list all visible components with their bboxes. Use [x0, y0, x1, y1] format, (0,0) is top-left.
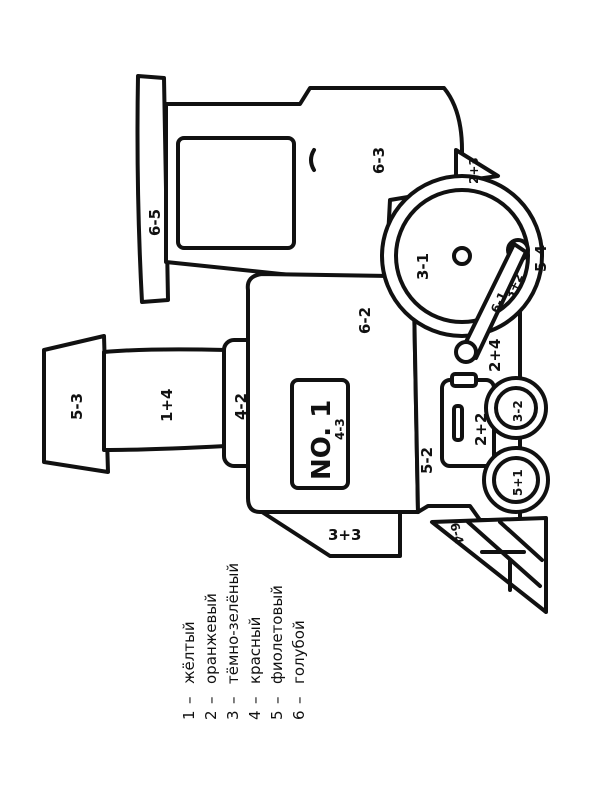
lamp-slot	[452, 404, 464, 442]
front-cone	[260, 510, 402, 558]
legend-num-4: 4	[246, 710, 264, 720]
legend-name-1: жёлтый	[180, 621, 198, 684]
label-chassis-front: 5-2	[418, 447, 436, 474]
legend-name-6: голубой	[290, 620, 308, 684]
label-cab-body: 6-3	[370, 147, 388, 174]
label-cab-roof: 6-5	[146, 209, 164, 236]
number-plate-frame	[290, 378, 350, 490]
cab-handle	[309, 148, 316, 172]
big-wheel-axle	[452, 246, 472, 266]
lamp-neck	[450, 372, 478, 388]
number-plate-text: NO. 1	[307, 400, 337, 480]
legend-num-1: 1	[180, 710, 198, 720]
legend-num-3: 3	[224, 710, 242, 720]
label-cowcatcher-bar: 6-4	[447, 521, 466, 546]
label-dome: 4-2	[232, 393, 250, 420]
cab-window	[176, 136, 296, 250]
svg-text:–: –	[202, 697, 220, 705]
legend-name-2: оранжевый	[202, 593, 220, 684]
cowcatcher	[430, 516, 548, 614]
label-hub: 5-4	[532, 245, 550, 272]
label-funnel-top: 5-3	[68, 393, 86, 420]
label-frame-mid: 2+4	[486, 339, 504, 372]
legend-num-6: 6	[290, 710, 308, 720]
label-big-wheel: 3-1	[414, 253, 432, 280]
legend-num-2: 2	[202, 710, 220, 720]
label-lamp: 2+2	[472, 413, 490, 446]
svg-text:–: –	[224, 697, 242, 705]
label-boiler: 6-2	[356, 307, 374, 334]
svg-text:–: –	[290, 697, 308, 705]
label-plate-number: 4-3	[333, 418, 347, 440]
legend-name-5: фиолетовый	[268, 585, 286, 684]
legend-name-4: красный	[246, 617, 264, 684]
label-cab-step: 2+3	[467, 157, 481, 184]
label-small-wheel-1: 5+1	[511, 469, 525, 496]
svg-text:–: –	[180, 697, 198, 705]
rod-pin	[454, 340, 478, 364]
svg-text:–: –	[246, 697, 264, 705]
color-legend: 1 – жёлтый 2 – оранжевый 3 – тёмно-зелён…	[180, 563, 308, 720]
cab-roof	[135, 74, 170, 304]
label-small-wheel-2: 3-2	[511, 400, 525, 422]
legend-num-5: 5	[268, 710, 286, 720]
label-front-cone: 3+3	[328, 526, 361, 544]
legend-name-3: тёмно-зелёный	[224, 563, 242, 684]
label-funnel-pipe: 1+4	[158, 389, 176, 422]
funnel-top	[42, 334, 110, 474]
svg-text:–: –	[268, 697, 286, 705]
